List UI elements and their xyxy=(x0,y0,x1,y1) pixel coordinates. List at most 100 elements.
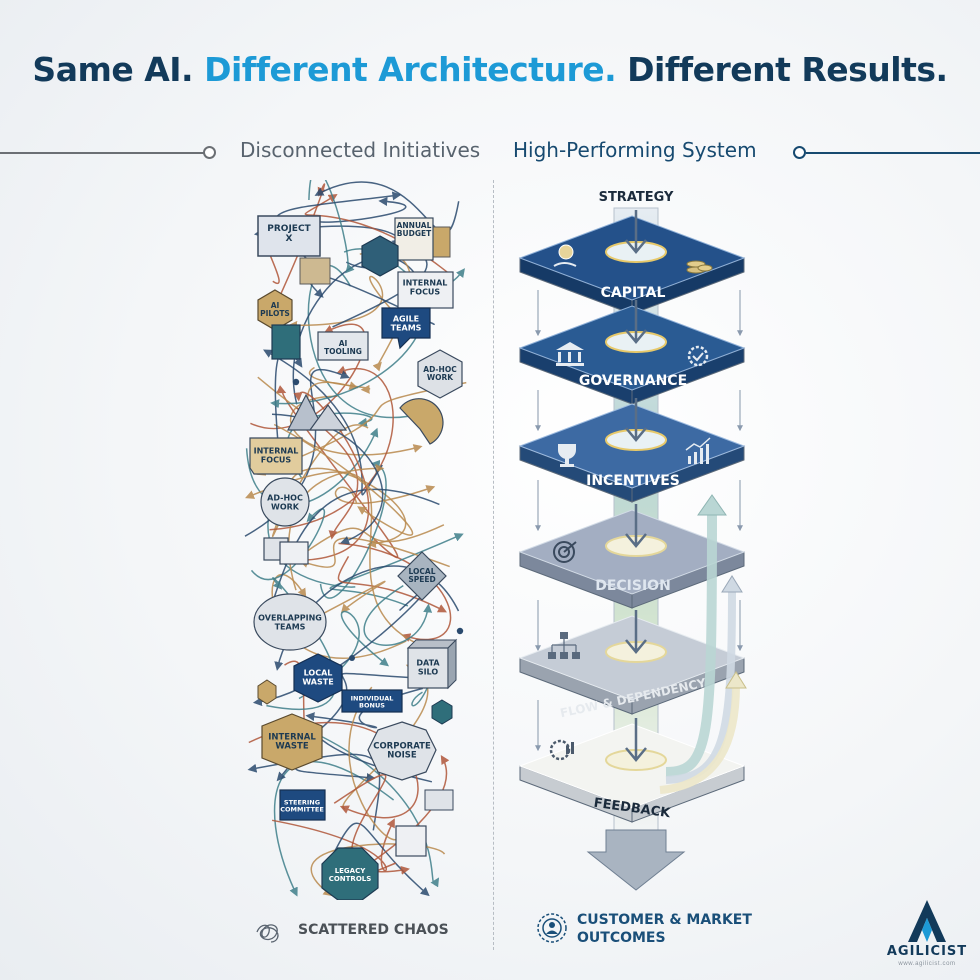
feedback-loop-arrows xyxy=(659,494,747,794)
logo-mark-icon xyxy=(908,900,946,942)
tangle-arrow xyxy=(310,843,446,897)
system-diagram: STRATEGY CAPITAL GOVERNANCE INCENTIVES D… xyxy=(518,190,747,891)
tangle-arrow xyxy=(271,818,395,872)
internal-focus-banner xyxy=(249,437,303,475)
paper-note-shape xyxy=(395,825,427,857)
tangle-arrow xyxy=(302,580,386,626)
shaft-down-arrow-capital xyxy=(625,210,647,254)
customer-target-icon xyxy=(537,913,567,943)
tangle-arrow xyxy=(264,503,356,588)
left-rule-line xyxy=(0,152,205,154)
tangle-arrow xyxy=(250,323,366,430)
tangle-arrow xyxy=(329,533,464,607)
layer-label-decision: DECISION xyxy=(595,578,671,594)
tangle-arrow xyxy=(363,584,433,646)
internal-waste-octagon xyxy=(261,713,323,771)
agile-teams-callout xyxy=(381,307,431,350)
project-x-box xyxy=(257,215,321,257)
coin-stack-icon xyxy=(686,260,713,274)
ad-hoc-work-hexagon-top xyxy=(417,349,463,399)
data-silo-side xyxy=(447,638,457,690)
target-icon xyxy=(553,541,577,563)
gear-check-icon xyxy=(687,345,709,367)
strategy-label: STRATEGY xyxy=(599,190,674,205)
internal-focus-box-top xyxy=(397,271,454,309)
tangle-arrow xyxy=(288,672,421,753)
gold-blob-shape xyxy=(399,398,444,445)
tangle-arrow xyxy=(319,459,387,599)
dot-shape xyxy=(292,378,300,386)
tangle-arrow xyxy=(299,537,450,568)
right-rule-dot xyxy=(793,146,806,159)
growth-chart-icon xyxy=(685,437,711,464)
customer-outcomes-line-1: CUSTOMER & MARKET xyxy=(577,912,752,928)
institution-icon xyxy=(556,342,584,366)
overlapping-teams-ellipse xyxy=(253,593,327,651)
outcome-arrow xyxy=(586,829,686,891)
tangle-arrow xyxy=(273,423,414,536)
headline-part-3: Different Results. xyxy=(627,50,948,89)
headline-part-2: Different Architecture. xyxy=(204,50,617,89)
local-waste-hexagon xyxy=(293,653,343,703)
tangle-arrow xyxy=(337,556,448,613)
local-speed-diamond xyxy=(397,551,447,601)
logo-url: www.agilicist.com xyxy=(898,961,956,967)
shaft-down-arrow-flow xyxy=(625,610,647,654)
individual-bonus-banner xyxy=(341,689,403,713)
customer-outcomes-line-2: OUTCOMES xyxy=(577,930,666,946)
tangle-arrow xyxy=(313,197,407,223)
annual-budget-note xyxy=(394,217,434,261)
agilicist-logo: AGILICIST www.agilicist.com xyxy=(880,898,970,978)
tangle-arrow xyxy=(314,181,460,234)
shaft-down-arrow-decision xyxy=(625,504,647,548)
teal-box-shape xyxy=(271,324,301,360)
customer-outcomes-label: CUSTOMER & MARKET OUTCOMES xyxy=(577,911,777,947)
small-hexagon-teal xyxy=(431,699,453,725)
shaft-down-arrow-governance xyxy=(625,300,647,344)
tangle-arrow xyxy=(334,485,436,504)
legacy-controls-octagon xyxy=(321,847,379,900)
center-divider xyxy=(493,180,494,950)
side-flow-arrows xyxy=(535,290,743,752)
shaft-down-arrow-incentives xyxy=(625,398,647,442)
right-heading: High-Performing System xyxy=(513,138,757,162)
tan-square-shape xyxy=(299,257,331,285)
ad-hoc-work-circle xyxy=(260,477,310,527)
logo-name: AGILICIST xyxy=(886,944,968,959)
navy-hexagon-shape xyxy=(361,235,399,277)
small-note-shape xyxy=(424,789,454,811)
dot-shape xyxy=(456,627,464,635)
tangle-arrow xyxy=(338,542,452,642)
dot-shape xyxy=(349,655,355,661)
money-hand-icon xyxy=(553,244,577,267)
headline: Same AI. Different Architecture. Differe… xyxy=(0,50,980,89)
left-heading: Disconnected Initiatives xyxy=(240,138,481,162)
shaft-down-arrow-feedback xyxy=(625,718,647,762)
scattered-chaos-label: SCATTERED CHAOS xyxy=(298,922,449,938)
right-rule-line xyxy=(806,152,980,154)
layer-label-governance: GOVERNANCE xyxy=(579,373,687,389)
ai-tooling-box xyxy=(317,331,369,361)
org-chart-icon xyxy=(548,632,580,659)
corporate-noise-octagon xyxy=(367,721,437,781)
trophy-icon xyxy=(558,444,576,467)
chaos-shapes xyxy=(249,215,464,900)
layer-label-capital: CAPITAL xyxy=(601,285,666,301)
tangle-arrow xyxy=(290,395,423,456)
